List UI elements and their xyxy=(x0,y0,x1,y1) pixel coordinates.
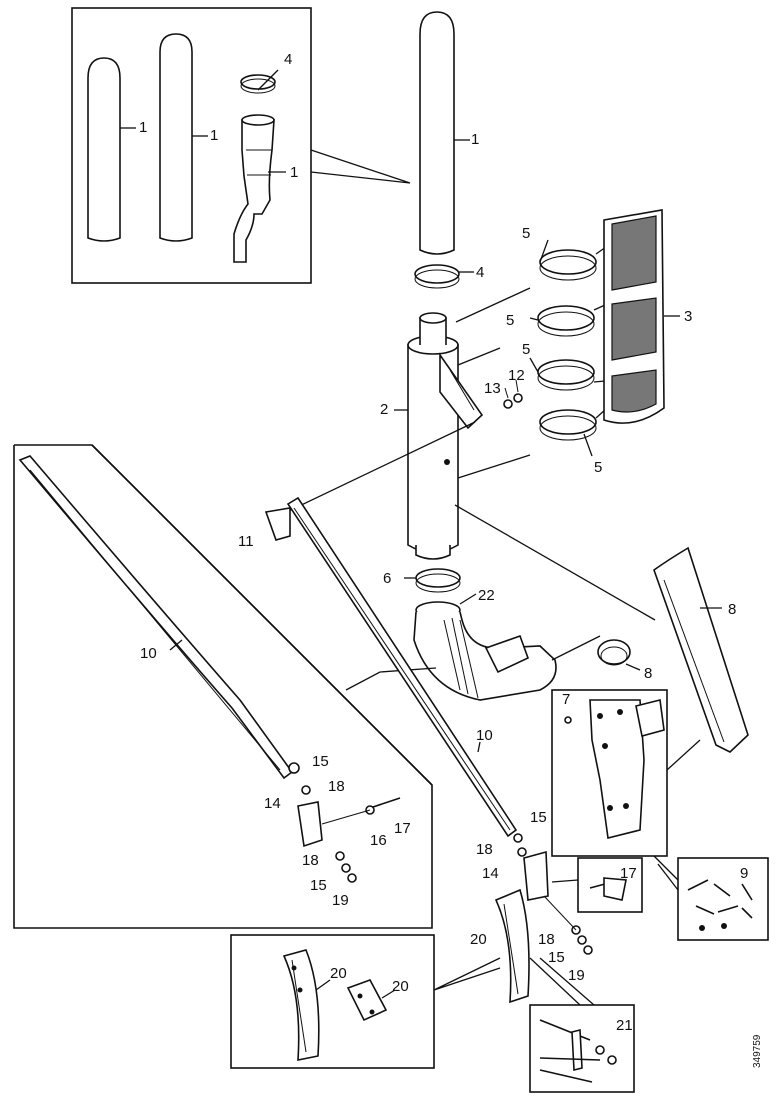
callout-10: 10 xyxy=(140,645,157,662)
callout-14: 14 xyxy=(264,795,281,812)
callout-5: 5 xyxy=(522,225,530,242)
callout-11: 11 xyxy=(238,533,254,550)
callout-1: 1 xyxy=(210,127,218,144)
stay-10 xyxy=(264,496,518,838)
heat-shield-3 xyxy=(603,209,680,424)
shield-8 xyxy=(653,546,749,753)
inset-pointer xyxy=(310,149,411,184)
callout-20: 20 xyxy=(392,978,409,995)
callout-12: 12 xyxy=(508,367,525,384)
callout-8: 8 xyxy=(644,665,652,682)
callout-5: 5 xyxy=(522,341,530,358)
inset-bracket-20 xyxy=(230,934,435,1069)
clamp-8 xyxy=(597,639,641,671)
callout-21: 21 xyxy=(616,1017,633,1034)
callout-4: 4 xyxy=(476,264,484,281)
callout-18: 18 xyxy=(538,931,555,948)
callout-19: 19 xyxy=(332,892,349,909)
callout-22: 22 xyxy=(478,587,495,604)
callout-15: 15 xyxy=(548,949,565,966)
callout-3: 3 xyxy=(684,308,692,325)
callout-18: 18 xyxy=(302,852,319,869)
callout-8: 8 xyxy=(728,601,736,618)
callout-15: 15 xyxy=(530,809,547,826)
clamp-4 xyxy=(414,264,474,289)
callout-17: 17 xyxy=(620,865,637,882)
inset-bracket-7 xyxy=(551,689,701,857)
inset-stay-10 xyxy=(13,444,437,929)
clamp-6 xyxy=(404,568,461,593)
callout-13: 13 xyxy=(484,380,501,397)
callout-6: 6 xyxy=(383,570,391,587)
callout-17: 17 xyxy=(394,820,411,837)
callout-2: 2 xyxy=(380,401,388,418)
callout-18: 18 xyxy=(328,778,345,795)
callout-19: 19 xyxy=(568,967,585,984)
callout-5: 5 xyxy=(506,312,514,329)
callout-4: 4 xyxy=(284,51,292,68)
callout-7: 7 xyxy=(562,691,570,708)
callout-10: 10 xyxy=(476,727,493,744)
callout-20: 20 xyxy=(330,965,347,982)
drawing-number: 349759 xyxy=(752,1034,763,1068)
callout-1: 1 xyxy=(290,164,298,181)
callout-15: 15 xyxy=(312,753,329,770)
callout-18: 18 xyxy=(476,841,493,858)
callout-1: 1 xyxy=(471,131,479,148)
clamps-5 xyxy=(529,239,617,457)
bolt-12-13 xyxy=(503,379,523,409)
silencer-leaders xyxy=(269,287,656,621)
callout-9: 9 xyxy=(740,865,748,882)
inset-bolt-17 xyxy=(551,857,643,913)
callout-15: 15 xyxy=(310,877,327,894)
bend-pipe-22 xyxy=(413,593,601,701)
tailpipe-1 xyxy=(419,11,470,255)
callout-5: 5 xyxy=(594,459,602,476)
inset-tailpipe-variants xyxy=(71,7,312,284)
bracket-14 xyxy=(513,833,593,955)
callout-20: 20 xyxy=(470,931,487,948)
silencer-2 xyxy=(394,312,484,560)
callout-14: 14 xyxy=(482,865,499,882)
inset-bolts-9 xyxy=(653,855,769,941)
callout-16: 16 xyxy=(370,832,387,849)
callout-1: 1 xyxy=(139,119,147,136)
inset-bolts-21 xyxy=(529,957,635,1093)
callout-labels: 1 1 4 1 1 4 5 5 5 5 3 12 13 2 11 6 22 8 … xyxy=(139,51,748,1034)
